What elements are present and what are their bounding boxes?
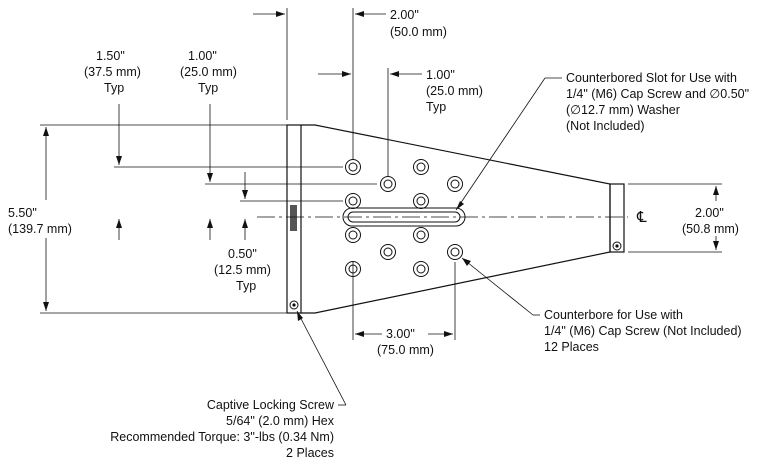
counterbore-hole: [413, 159, 429, 175]
dim-1in-horizontal: 1.00" (25.0 mm) Typ: [318, 68, 483, 176]
label-slot-note-1: Counterbored Slot for Use with: [566, 71, 737, 85]
dim-0-50in: 0.50" (12.5 mm) Typ: [214, 172, 271, 293]
label-dim-550: 5.50": [8, 206, 37, 220]
label-cb-note-3: 12 Places: [544, 340, 599, 354]
right-flange: [609, 183, 625, 253]
counterbore-hole: [380, 244, 396, 260]
counterbore-hole: [345, 193, 361, 209]
tapered-plate: [301, 124, 611, 314]
slot-callout: Counterbored Slot for Use with 1/4" (M6)…: [455, 71, 749, 211]
dim-5-50in: 5.50" (139.7 mm): [8, 127, 72, 311]
part-outline: [286, 124, 625, 314]
engraved-marking: [290, 205, 297, 231]
centerline-symbol: ℄: [636, 209, 647, 226]
label-dim-right-2: 2.00": [695, 206, 724, 220]
counterbore-hole: [380, 176, 396, 192]
label-slot-note-2: 1/4" (M6) Cap Screw and ∅0.50": [566, 87, 749, 101]
counterbore-hole: [413, 261, 429, 277]
label-dim-550-mm: (139.7 mm): [8, 222, 72, 236]
label-dim-100: 1.00": [188, 49, 217, 63]
dim-right-2in: 2.00" (50.8 mm): [628, 183, 739, 253]
label-dim-050: 0.50": [228, 247, 257, 261]
counterbore-hole: [447, 176, 463, 192]
label-dim-top-2: 2.00": [390, 8, 419, 22]
counterbore-hole: [345, 159, 361, 175]
label-dim-300-mm: (75.0 mm): [377, 343, 434, 357]
counterbore-hole: [413, 193, 429, 209]
label-dim-top-2-mm: (50.0 mm): [390, 25, 447, 39]
label-dim-300: 3.00": [386, 327, 415, 341]
dim-3-00in: 3.00" (75.0 mm): [352, 262, 456, 357]
dim-1-50in: 1.50" (37.5 mm) Typ: [84, 49, 141, 240]
label-cb-note-1: Counterbore for Use with: [544, 308, 683, 322]
label-dim-150-typ: Typ: [104, 81, 124, 95]
label-dim-100-mm: (25.0 mm): [180, 65, 237, 79]
label-dim-150-mm: (37.5 mm): [84, 65, 141, 79]
counterbore-hole: [413, 227, 429, 243]
label-lock-note-3: Recommended Torque: 3"-lbs (0.34 Nm): [110, 430, 334, 444]
label-dim-050-typ: Typ: [236, 279, 256, 293]
captive-screw-left: [289, 300, 299, 310]
label-lock-note-2: 5/64" (2.0 mm) Hex: [226, 414, 335, 428]
label-dim-right-2-mm: (50.8 mm): [682, 222, 739, 236]
label-lock-note-1: Captive Locking Screw: [207, 398, 335, 412]
counterbore-hole: [345, 227, 361, 243]
counterbore-hole: [447, 244, 463, 260]
left-flange: [286, 124, 302, 314]
label-dim-100-typ: Typ: [198, 81, 218, 95]
label-dim-100b-typ: Typ: [426, 100, 446, 114]
counterbore-holes: [345, 159, 463, 277]
label-dim-100b: 1.00": [426, 68, 455, 82]
label-dim-050-mm: (12.5 mm): [214, 263, 271, 277]
label-cb-note-2: 1/4" (M6) Cap Screw (Not Included): [544, 324, 742, 338]
label-slot-note-4: (Not Included): [566, 119, 645, 133]
label-lock-note-4: 2 Places: [286, 446, 334, 460]
dim-top-2in: 2.00" (50.0 mm): [253, 8, 447, 160]
locking-screw-callout: Captive Locking Screw 5/64" (2.0 mm) Hex…: [110, 310, 347, 460]
dim-1-00in-vertical: 1.00" (25.0 mm) Typ: [180, 49, 237, 240]
label-dim-100b-mm: (25.0 mm): [426, 84, 483, 98]
label-dim-150: 1.50": [96, 49, 125, 63]
captive-screw-right: [612, 241, 622, 251]
label-slot-note-3: (∅12.7 mm) Washer: [566, 103, 680, 117]
counterbore-callout: Counterbore for Use with 1/4" (M6) Cap S…: [461, 257, 742, 354]
